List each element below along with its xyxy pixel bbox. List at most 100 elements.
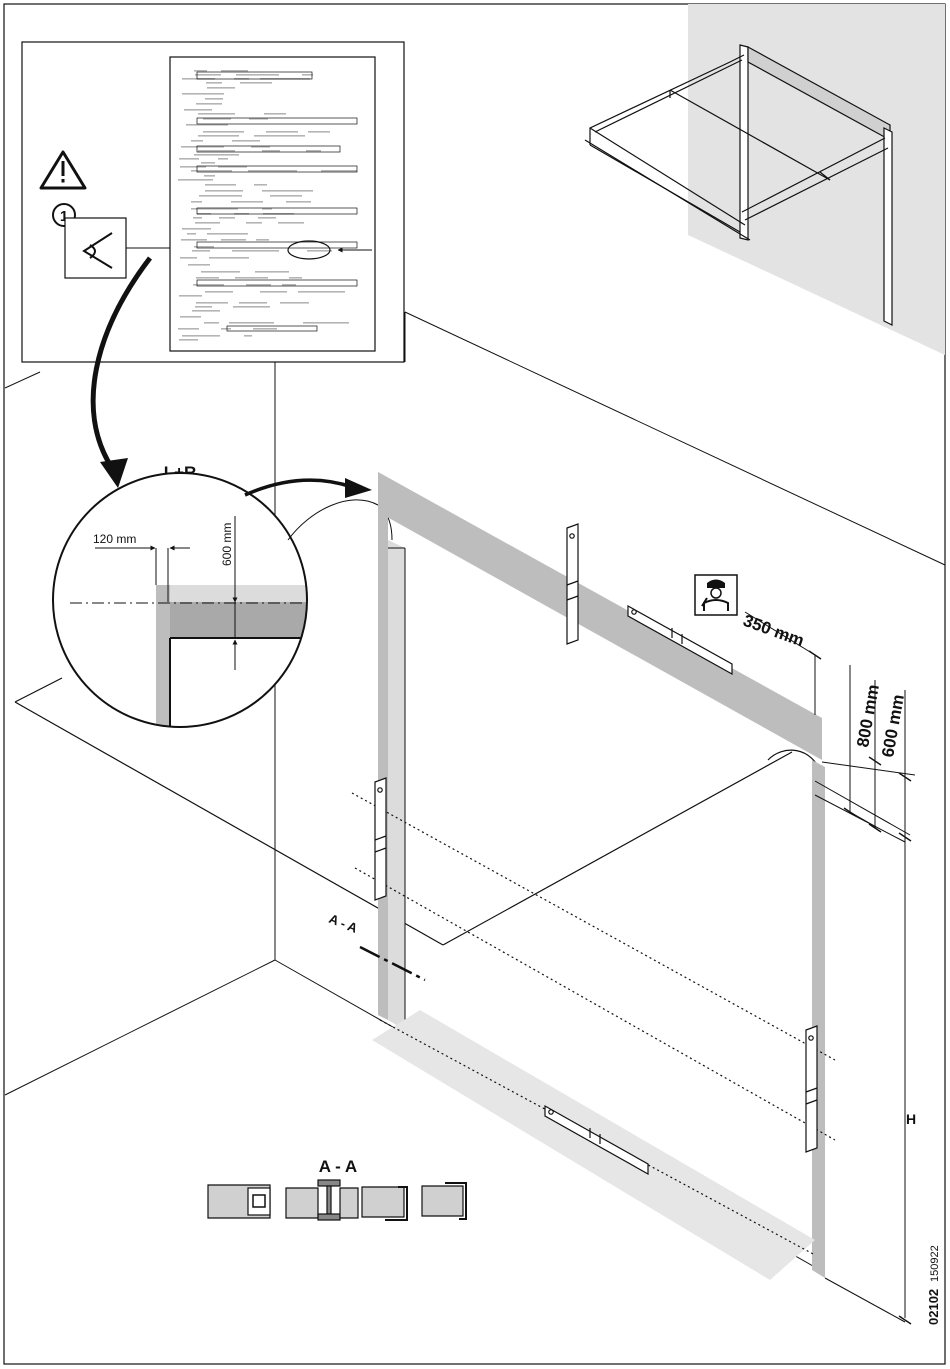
document-line xyxy=(180,316,201,318)
document-line xyxy=(303,322,349,324)
document-line xyxy=(221,239,246,241)
dim-120mm: 120 mm xyxy=(93,532,136,546)
document-line xyxy=(204,175,215,177)
document-line xyxy=(187,233,196,235)
document-line xyxy=(255,271,289,273)
document-line xyxy=(207,87,235,89)
wall-shade xyxy=(688,4,945,355)
installer-icon xyxy=(695,575,737,615)
document-line xyxy=(229,322,274,324)
height-label: H xyxy=(906,1111,916,1127)
document-line xyxy=(198,113,235,115)
document-line xyxy=(286,201,311,203)
document-line xyxy=(206,82,222,84)
document-panel: 1 xyxy=(22,42,404,362)
right-jamb xyxy=(812,760,825,1278)
document-line xyxy=(280,302,309,304)
document-line xyxy=(246,284,271,286)
document-line xyxy=(233,306,270,308)
document-line xyxy=(207,233,248,235)
document-line xyxy=(182,93,224,95)
document-line xyxy=(236,74,279,76)
document-line xyxy=(205,291,233,293)
document-line xyxy=(188,264,210,266)
document-line xyxy=(235,277,268,279)
document-line xyxy=(218,158,228,160)
document-line xyxy=(178,179,213,181)
document-line xyxy=(253,328,277,330)
figure-code: 02102 xyxy=(926,1289,941,1325)
document-line xyxy=(195,222,220,224)
document-line xyxy=(221,328,231,330)
document-line xyxy=(232,140,260,142)
document-line xyxy=(205,98,223,100)
document-line xyxy=(221,70,248,72)
document-line xyxy=(256,239,269,241)
document-line xyxy=(201,162,215,164)
document-line xyxy=(192,250,210,252)
document-line xyxy=(205,184,236,186)
document-line xyxy=(191,140,203,142)
garage-door-overview xyxy=(585,4,945,355)
document-line xyxy=(203,131,244,133)
document-line xyxy=(198,135,239,137)
document-line xyxy=(278,222,304,224)
document-line xyxy=(196,277,219,279)
document-line xyxy=(264,113,286,115)
document-line xyxy=(195,74,221,76)
figure-reference: 02102 150922 xyxy=(926,1245,941,1325)
document-line xyxy=(199,195,242,197)
door-opening xyxy=(372,472,825,1280)
room-walls xyxy=(5,312,945,1270)
section-mark-label: A - A xyxy=(327,911,360,936)
detail-loupe: L+R 120 mm 600 mm xyxy=(40,460,330,758)
document-line xyxy=(201,271,240,273)
document-line xyxy=(198,150,235,152)
document-line xyxy=(182,228,211,230)
document-line xyxy=(195,306,212,308)
document-line xyxy=(308,131,330,133)
document-line xyxy=(298,291,345,293)
document-line xyxy=(260,291,287,293)
document-line xyxy=(262,190,313,192)
dim-600mm: 600 mm xyxy=(878,693,908,759)
document-line xyxy=(205,190,243,192)
document-line xyxy=(196,302,228,304)
document-line xyxy=(194,154,239,156)
section-cut-mark: A - A xyxy=(327,911,425,980)
figure-number: 150922 xyxy=(929,1245,941,1282)
document-line xyxy=(178,328,199,330)
document-line xyxy=(179,295,202,297)
order-document xyxy=(170,57,375,351)
section-title: A - A xyxy=(319,1157,357,1176)
document-line xyxy=(179,339,198,341)
document-line xyxy=(182,335,220,337)
document-line xyxy=(254,184,267,186)
document-line xyxy=(184,109,212,111)
document-line xyxy=(239,302,267,304)
document-line xyxy=(302,74,313,76)
document-line xyxy=(192,310,220,312)
document-line xyxy=(248,170,297,172)
document-line xyxy=(231,201,263,203)
document-line xyxy=(244,335,252,337)
document-line xyxy=(209,257,249,259)
document-line xyxy=(307,250,332,252)
document-line xyxy=(181,239,207,241)
dim-350mm: 350 mm xyxy=(741,611,807,651)
document-line xyxy=(193,284,224,286)
document-line xyxy=(306,150,321,152)
document-line xyxy=(258,217,276,219)
document-line xyxy=(266,131,298,133)
document-line xyxy=(282,284,296,286)
document-line xyxy=(194,70,207,72)
document-line xyxy=(262,150,280,152)
eye-icon-frame xyxy=(65,218,126,278)
document-line xyxy=(254,135,305,137)
left-jamb xyxy=(378,472,388,1020)
document-line xyxy=(180,257,197,259)
section-profiles: A - A xyxy=(208,1157,466,1220)
document-line xyxy=(246,222,262,224)
